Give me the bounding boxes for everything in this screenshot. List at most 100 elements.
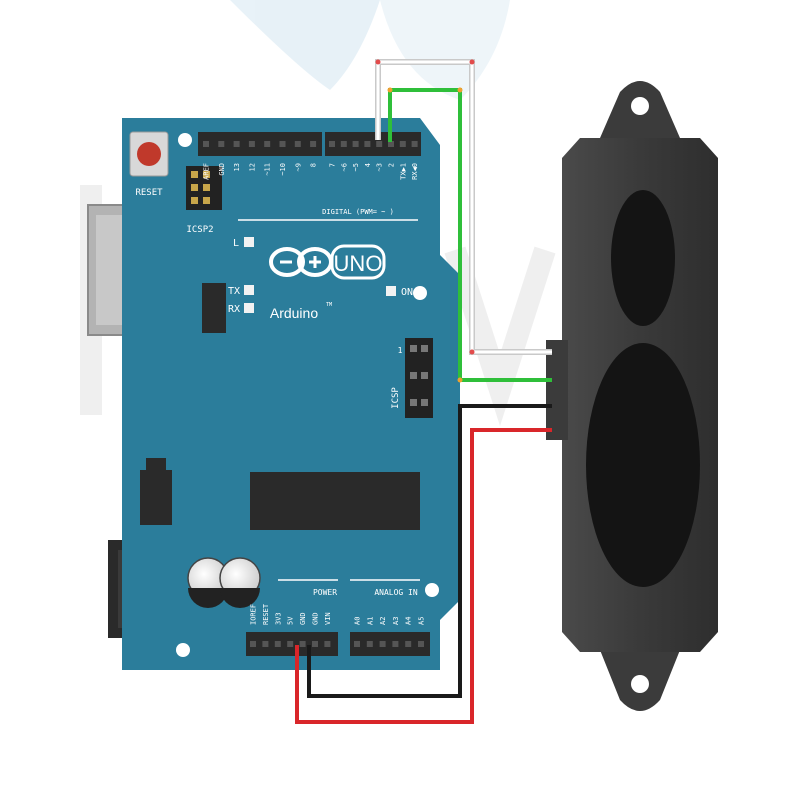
wires — [295, 59, 552, 724]
led-tx — [244, 285, 254, 295]
pin-label: 2 — [388, 163, 396, 167]
sensor-lens-small — [611, 190, 675, 326]
wire-red — [295, 428, 552, 724]
digital-label: DIGITAL (PWM= ~ ) — [322, 208, 394, 216]
analog-label: ANALOG IN — [374, 588, 418, 597]
analog-header — [350, 632, 430, 656]
header-pin — [392, 641, 399, 647]
reset-button-cap[interactable] — [137, 142, 161, 166]
pin-label: ~6 — [340, 163, 348, 171]
mount-hole — [176, 643, 190, 657]
pin-label: 5V — [287, 616, 295, 625]
led-on-label: ON — [401, 287, 413, 298]
header-pin — [287, 641, 294, 647]
usb-chip — [202, 283, 226, 333]
pin-label: ~5 — [352, 163, 360, 171]
sensor-mount-hole — [631, 97, 649, 115]
header-pin — [274, 641, 281, 647]
pin-label: AREF — [203, 163, 211, 180]
wire-black — [307, 404, 552, 698]
logo-model: UNO — [334, 251, 383, 276]
led-l-label: L — [233, 238, 239, 249]
pin-label: GND — [299, 612, 307, 625]
header-pin — [294, 141, 301, 147]
pin-label: 4 — [364, 163, 372, 167]
digital-header-left — [198, 132, 322, 156]
header-pin — [324, 641, 331, 647]
sensor-lens-large — [586, 343, 700, 587]
pin-label: ~11 — [264, 163, 272, 176]
header-pin — [352, 141, 359, 147]
led-on — [386, 286, 396, 296]
pin-label: TX▶1 — [399, 163, 407, 180]
icsp-header — [405, 338, 433, 418]
led-rx — [244, 303, 254, 313]
pin-label: ~3 — [376, 163, 384, 171]
header-pin — [299, 641, 306, 647]
pin-label: 7 — [329, 163, 337, 167]
header-pin — [203, 141, 209, 147]
led-rx-label: RX — [228, 304, 240, 315]
header-pin — [364, 141, 371, 147]
pin-label: 3V3 — [274, 612, 282, 625]
led-tx-label: TX — [228, 286, 240, 297]
pin-label: A3 — [392, 617, 400, 625]
icsp2-label: ICSP2 — [186, 225, 213, 235]
pin-label: A5 — [418, 617, 426, 625]
header-pin — [354, 641, 360, 647]
reset-label: RESET — [135, 188, 163, 198]
bottom-pin-labels: IOREF RESET 3V3 5V GND GND VIN A0 A1 A2 A3 A4 A5 — [250, 603, 426, 625]
led-l — [244, 237, 254, 247]
pin-label: 13 — [233, 163, 241, 171]
mount-hole — [178, 133, 192, 147]
header-pin — [262, 641, 269, 647]
header-pin — [366, 641, 373, 647]
pin-label: GND — [312, 612, 320, 625]
header-pin — [340, 141, 347, 147]
atmega-chip — [250, 472, 420, 530]
pin-label: RX◀0 — [411, 163, 419, 180]
icsp-pin1-label: 1 — [398, 346, 403, 355]
header-pin — [218, 141, 225, 147]
header-pin — [388, 141, 394, 147]
power-label: POWER — [313, 588, 337, 597]
digital-header-right — [325, 132, 421, 156]
pin-label: A1 — [366, 617, 374, 625]
logo-brand: Arduino — [270, 305, 318, 321]
pin-label: RESET — [262, 603, 270, 625]
header-pin — [379, 641, 386, 647]
pin-label: 8 — [310, 163, 318, 167]
icsp2-header — [186, 166, 222, 210]
arduino-logo: UNO Arduino TM — [269, 244, 386, 321]
pin-label: A0 — [354, 617, 362, 625]
voltage-regulator — [140, 470, 172, 525]
pin-label: IOREF — [250, 604, 258, 625]
header-pin — [264, 141, 271, 147]
arduino-uno-board — [122, 118, 460, 670]
header-pin — [279, 141, 286, 147]
pin-label: ~9 — [294, 163, 302, 171]
header-pin — [411, 141, 418, 147]
header-pin — [399, 141, 406, 147]
logo-tm: TM — [326, 302, 332, 308]
header-pin — [310, 141, 317, 147]
lidar-sensor — [546, 81, 718, 711]
header-pin — [312, 641, 318, 647]
header-pin — [248, 141, 255, 147]
pin-label: A2 — [379, 617, 387, 625]
header-pin — [233, 141, 240, 147]
pin-label: ~10 — [279, 163, 287, 176]
pin-label: GND — [218, 163, 226, 176]
bottom-pin-holes — [250, 641, 424, 647]
mount-hole — [413, 286, 427, 300]
header-pin — [250, 641, 256, 647]
pin-label: 12 — [248, 163, 256, 171]
pin-label: VIN — [324, 612, 332, 625]
header-pin — [418, 641, 424, 647]
icsp-label: ICSP — [391, 387, 401, 409]
pin-label: A4 — [405, 617, 413, 625]
header-pin — [329, 141, 335, 147]
sensor-mount-hole — [631, 675, 649, 693]
